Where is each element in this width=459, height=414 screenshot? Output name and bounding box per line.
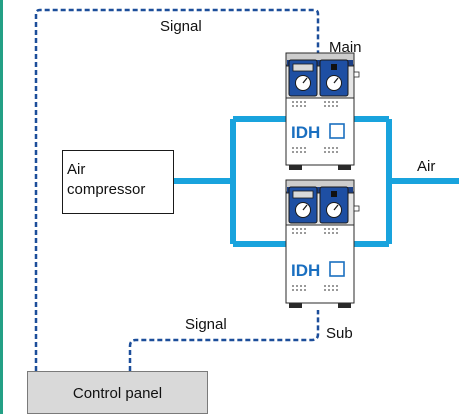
air-compressor-label-line2: compressor	[67, 181, 146, 198]
sub-dryer-label: Sub	[326, 325, 353, 342]
main-dryer-label: Main	[329, 39, 362, 56]
main-dryer-unit: IDH	[285, 52, 360, 170]
air-compressor-box: Air compressor	[62, 150, 174, 214]
signal-label-bottom: Signal	[185, 316, 227, 333]
signal-line-sub	[128, 310, 320, 371]
signal-lines	[34, 8, 320, 371]
signal-label-top: Signal	[160, 18, 202, 35]
control-panel-label: Control panel	[72, 385, 163, 402]
signal-line-main	[34, 8, 320, 371]
main-dryer-logo: IDH	[291, 123, 320, 142]
sub-dryer-logo: IDH	[291, 261, 320, 280]
control-panel-box: Control panel	[27, 371, 208, 414]
air-compressor-label-line1: Air	[67, 161, 86, 178]
air-compressor-label: Air compressor	[67, 160, 145, 200]
air-outlet-label: Air	[417, 158, 436, 175]
sub-dryer-unit: IDH	[285, 179, 360, 308]
air-pipes	[174, 116, 459, 247]
